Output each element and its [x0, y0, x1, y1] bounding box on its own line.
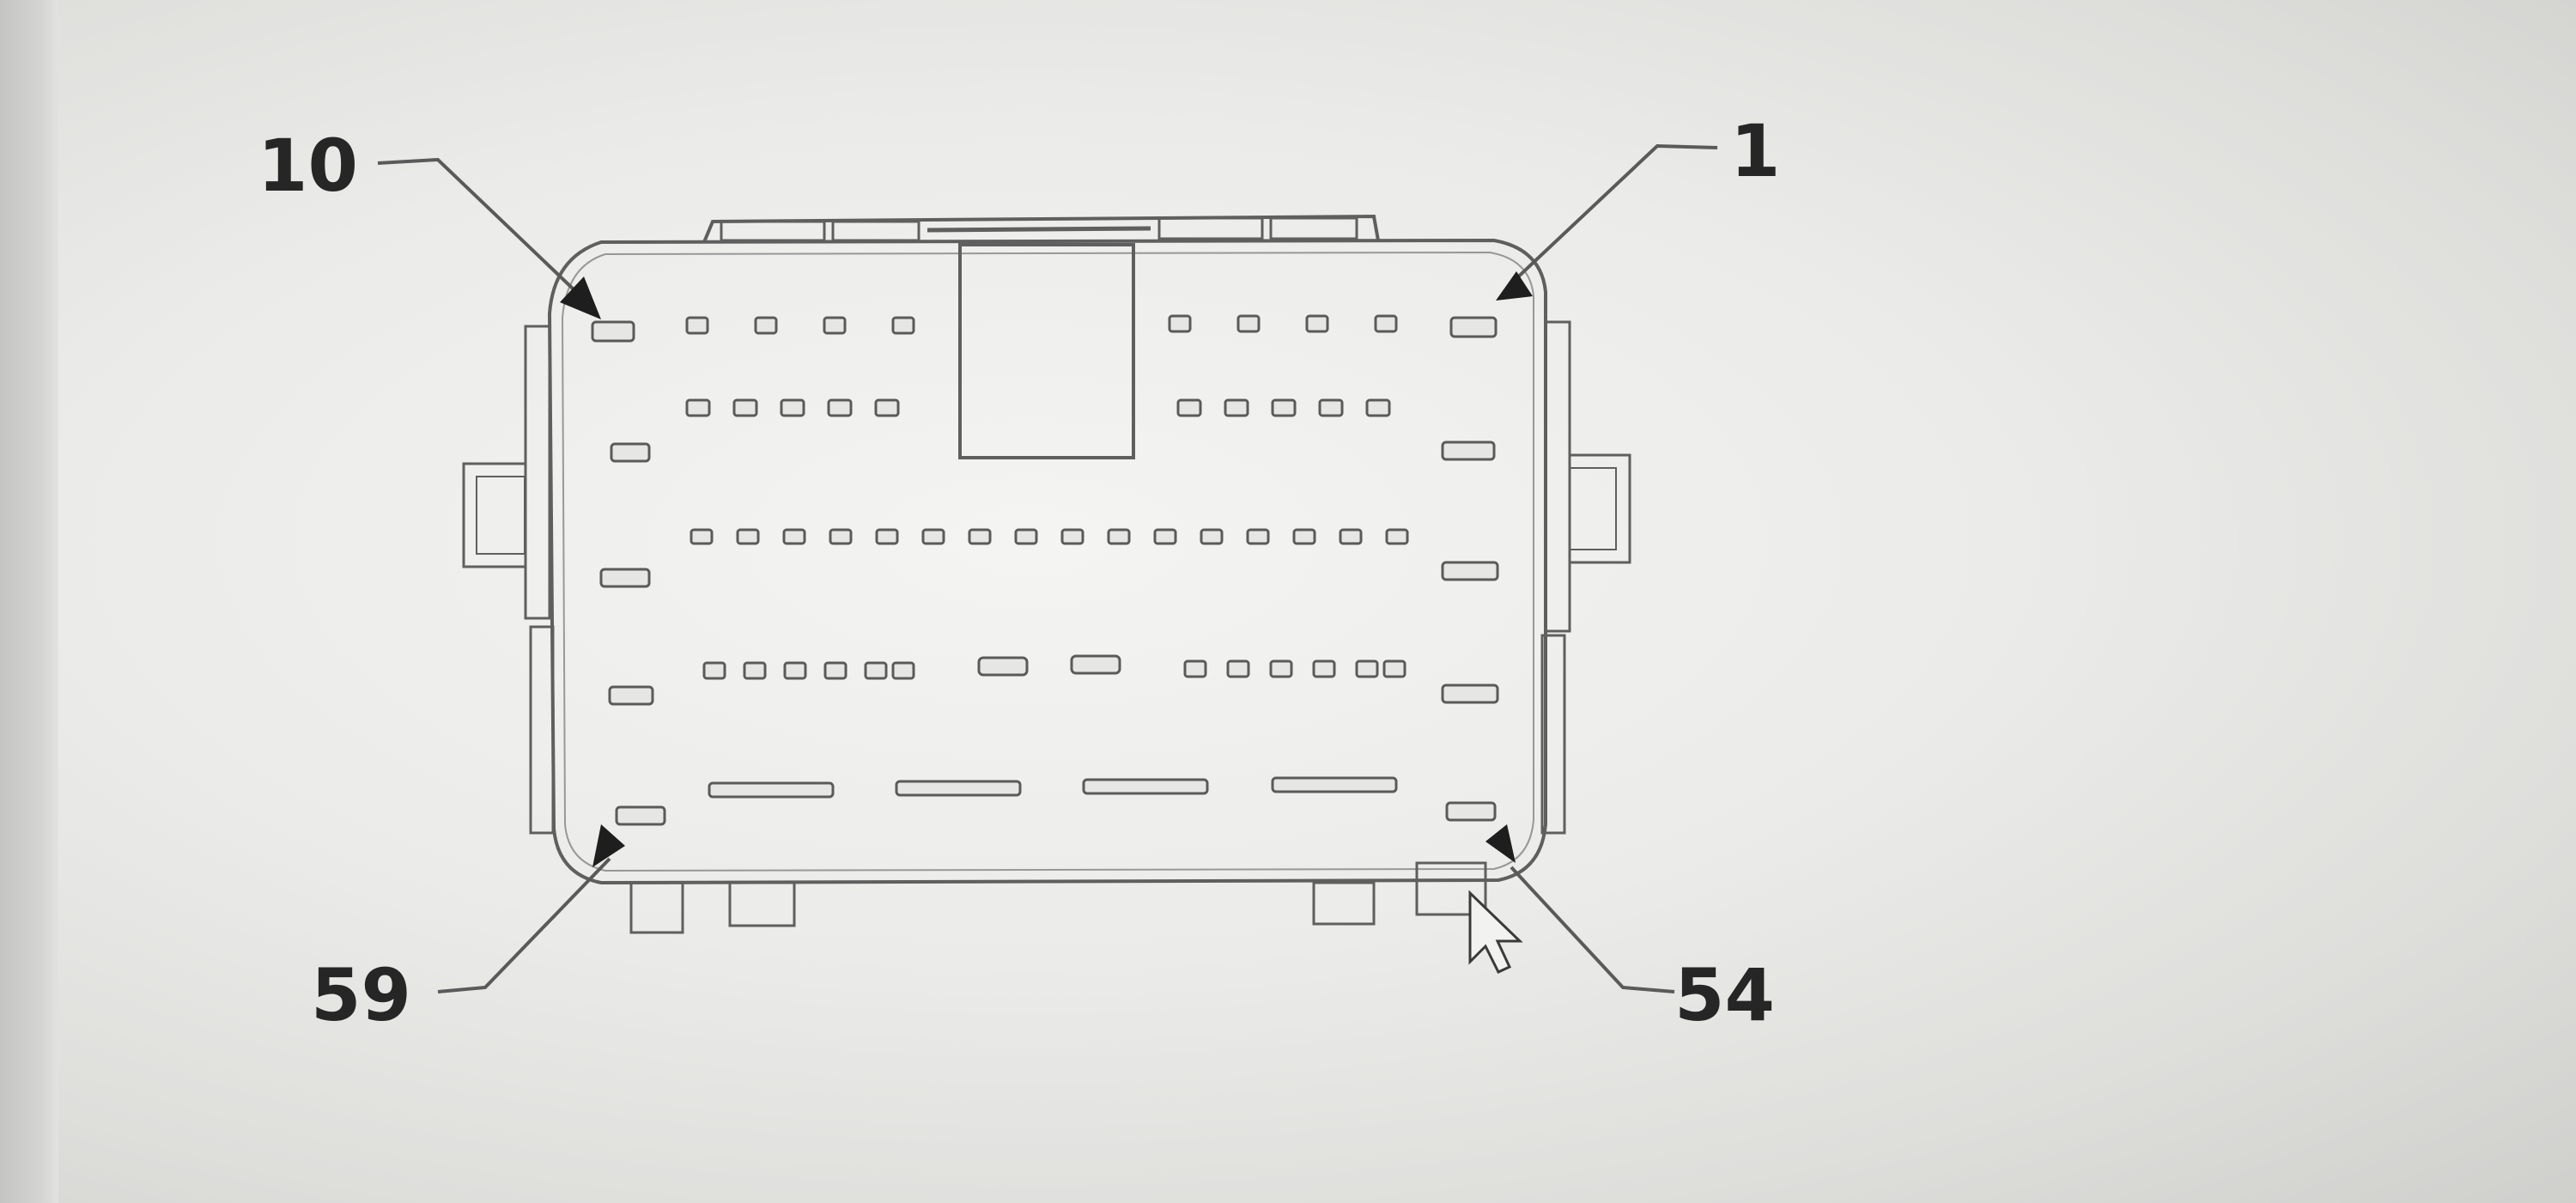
pin-cavities [591, 314, 1499, 826]
monitor-bezel [0, 0, 58, 1203]
connector-housing [462, 214, 1631, 934]
callout-leaders [377, 143, 1718, 993]
callout-label-10: 10 [258, 124, 358, 208]
callout-label-54: 54 [1674, 953, 1775, 1037]
mouse-pointer-icon [1468, 890, 1523, 974]
callout-label-59: 59 [311, 953, 411, 1037]
callout-label-1: 1 [1730, 109, 1780, 193]
callout-arrowheads [560, 271, 1533, 867]
